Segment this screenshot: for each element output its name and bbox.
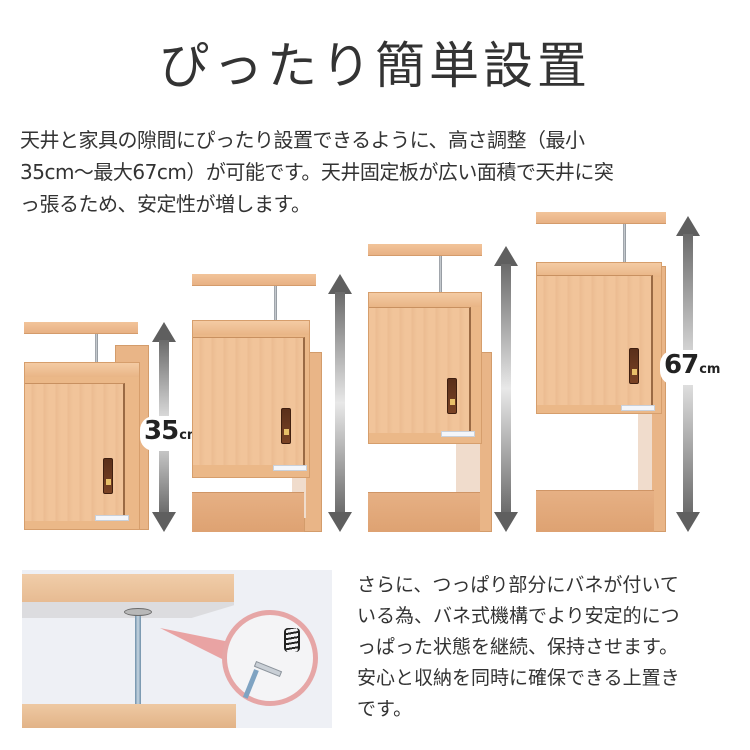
cabinet-door xyxy=(193,337,305,465)
cabinet-door xyxy=(537,275,653,405)
spring-icon xyxy=(284,628,300,652)
arrow-up-icon xyxy=(676,216,700,236)
label-sticker xyxy=(95,515,129,521)
height-arrow xyxy=(328,274,352,532)
washer xyxy=(124,608,152,616)
arrow-up-icon xyxy=(494,246,518,266)
door-handle xyxy=(281,408,291,444)
intro-line: っ張るため、安定性が増します。 xyxy=(20,192,311,216)
cabinet-door xyxy=(25,383,125,521)
ceiling-plate xyxy=(368,244,482,256)
ceiling-plate xyxy=(22,574,234,602)
door-handle xyxy=(447,378,457,414)
cabinet-top xyxy=(22,704,236,728)
arrow-up-icon xyxy=(328,274,352,294)
tension-rod xyxy=(95,334,98,362)
description-line: いる為、バネ式機構でより安定的につ xyxy=(357,605,680,627)
ceiling-plate xyxy=(536,212,666,224)
arrow-down-icon xyxy=(152,512,176,532)
label-sticker xyxy=(273,465,307,471)
callout-magnifier xyxy=(222,610,318,706)
description-line: さらに、つっぱり部分にバネが付いて xyxy=(357,574,679,596)
arrow-up-icon xyxy=(152,322,176,342)
intro-line: 天井と家具の隙間にぴったり設置できるように、高さ調整（最小 xyxy=(20,128,585,152)
height-arrow xyxy=(494,246,518,532)
label-sticker xyxy=(441,431,475,437)
description-line: です。 xyxy=(357,698,413,720)
bottom-shelf xyxy=(192,492,304,532)
bottom-shelf xyxy=(536,490,654,532)
intro-line: 35cm〜最大67cm）が可能です。天井固定板が広い面積で天井に突 xyxy=(20,160,614,184)
ceiling-plate xyxy=(192,274,316,286)
cabinet-box xyxy=(192,320,310,478)
spring-description: さらに、つっぱり部分にバネが付いて いる為、バネ式機構でより安定的につ っぱった… xyxy=(357,570,747,725)
arrow-down-icon xyxy=(328,512,352,532)
intro-paragraph: 天井と家具の隙間にぴったり設置できるように、高さ調整（最小 35cm〜最大67c… xyxy=(20,124,740,220)
tension-rod xyxy=(623,224,626,264)
cabinet-door xyxy=(369,307,471,433)
spring-detail-photo xyxy=(22,570,332,728)
door-handle xyxy=(103,458,113,494)
arrow-down-icon xyxy=(494,512,518,532)
cabinet-box xyxy=(536,262,662,414)
label-sticker xyxy=(621,405,655,411)
arrow-down-icon xyxy=(676,512,700,532)
tension-rod xyxy=(439,256,442,292)
tension-bolt xyxy=(135,616,141,704)
height-label-max: 67cm xyxy=(660,350,725,385)
cabinet-box xyxy=(368,292,482,444)
bottom-shelf xyxy=(368,492,480,532)
description-line: 安心と収納を同時に確保できる上置き xyxy=(357,667,680,689)
tension-rod xyxy=(274,286,277,322)
cabinet-box xyxy=(24,362,140,530)
ceiling-plate xyxy=(24,322,138,334)
door-handle xyxy=(629,348,639,384)
description-line: っぱった状態を継続、保持させます。 xyxy=(357,636,679,658)
page-title: ぴったり簡単設置 xyxy=(159,37,591,95)
